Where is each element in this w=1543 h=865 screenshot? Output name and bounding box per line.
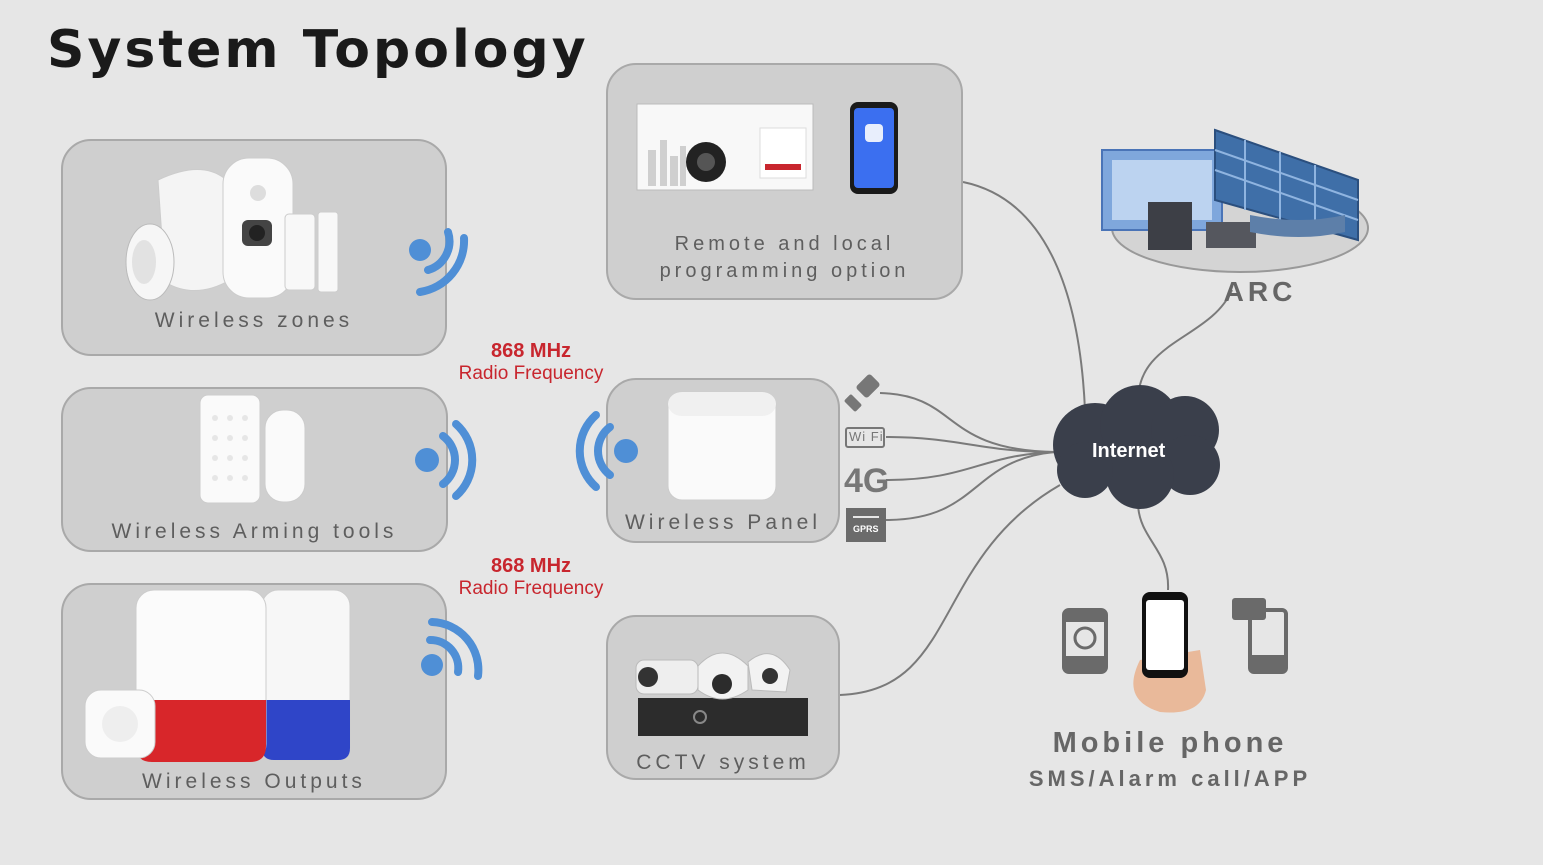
wifi-label: Wi Fi xyxy=(849,429,884,444)
wireless-zones-box: Wireless zones xyxy=(61,139,447,356)
arc-label: ARC xyxy=(1223,276,1297,307)
wifi-link xyxy=(885,436,1056,453)
frequency-type: Radio Frequency xyxy=(458,578,604,599)
gprs-link xyxy=(885,451,1056,521)
cellular-label: 4G xyxy=(844,462,890,500)
arc-link xyxy=(1136,289,1233,406)
gprs-icon xyxy=(846,508,886,542)
frequency-label-bottom: 868 MHz Radio Frequency xyxy=(431,555,631,600)
frequency-type: Radio Frequency xyxy=(458,363,604,384)
outputs-box: Wireless Outputs xyxy=(61,583,447,800)
mobile-subtitle: SMS/Alarm call/APP xyxy=(1028,766,1312,791)
wireless-panel-box: Wireless Panel xyxy=(606,378,840,543)
programming-box: Remote and local programming option xyxy=(606,63,963,300)
programming-link xyxy=(962,181,1086,411)
sms-icon xyxy=(1232,598,1288,674)
cctv-label: CCTV system xyxy=(636,751,810,774)
cellular-link xyxy=(885,451,1056,481)
frequency-value: 868 MHz xyxy=(490,340,572,362)
programming-label-line1: Remote and local xyxy=(674,233,895,255)
cctv-box: CCTV system xyxy=(606,615,840,780)
internet-label: Internet xyxy=(1092,440,1166,462)
cctv-link xyxy=(839,484,1061,696)
programming-label-line2: programming option xyxy=(659,260,910,282)
ethernet-link xyxy=(879,392,1056,453)
ethernet-icon xyxy=(844,374,880,412)
gprs-label: GPRS xyxy=(853,524,879,534)
wireless-panel-label: Wireless Panel xyxy=(624,511,822,534)
wifi-icon xyxy=(845,427,885,448)
wireless-zones-label: Wireless zones xyxy=(154,309,354,332)
mobile-link xyxy=(1137,504,1170,591)
arming-tools-box: Wireless Arming tools xyxy=(61,387,448,552)
page-title: System Topology xyxy=(47,20,589,80)
outputs-label: Wireless Outputs xyxy=(142,770,366,793)
arming-tools-label: Wireless Arming tools xyxy=(111,520,398,543)
arc-monitoring-graphic xyxy=(1101,128,1369,273)
frequency-value: 868 MHz xyxy=(490,555,572,577)
smartphone-in-hand-graphic xyxy=(1133,592,1206,713)
internet-cloud-icon xyxy=(1053,385,1220,509)
mobile-title: Mobile phone xyxy=(1052,727,1288,759)
phone-call-icon xyxy=(1062,608,1108,674)
frequency-label-top: 868 MHz Radio Frequency xyxy=(431,340,631,385)
